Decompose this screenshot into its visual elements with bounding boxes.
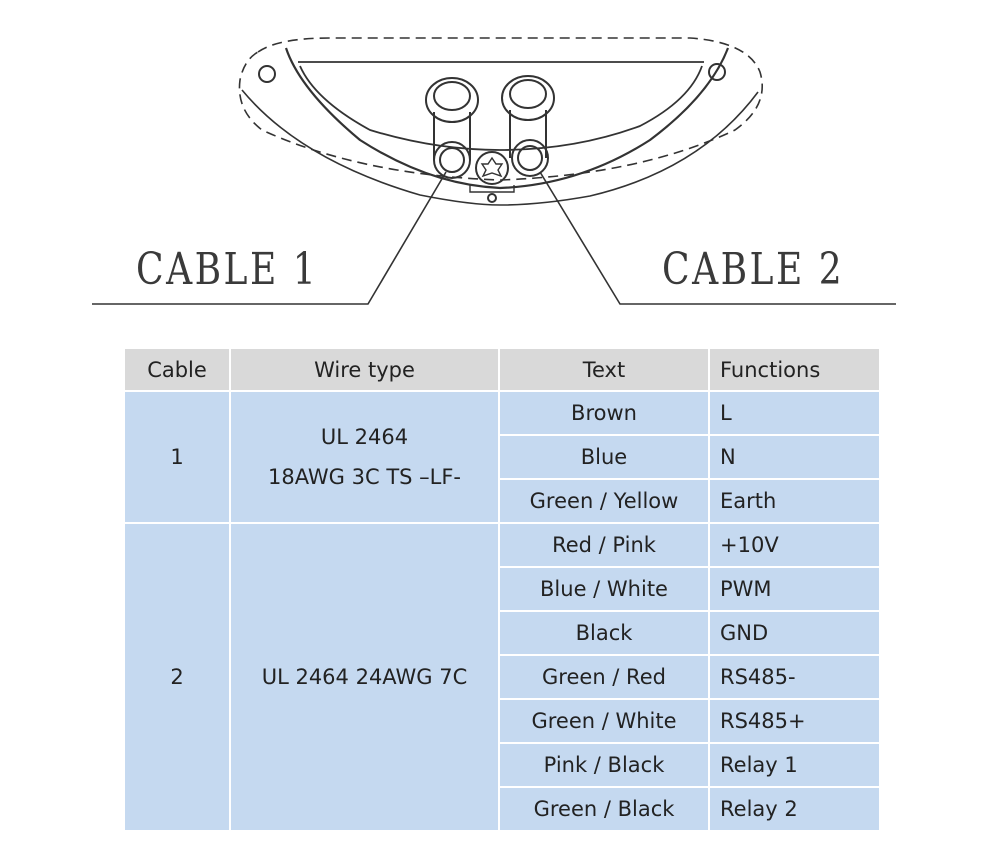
wire-color: Green / Red xyxy=(498,654,710,700)
table-row: Green / White RS485+ xyxy=(124,698,881,744)
center-screw xyxy=(475,151,509,185)
table-row: 1 UL 2464 18AWG 3C TS –LF- Brown L xyxy=(123,390,881,524)
wire-function: Earth xyxy=(708,478,881,524)
wire-type-line: UL 2464 24AWG 7C xyxy=(261,665,468,689)
table-row: Green / Black Relay 2 xyxy=(124,786,881,832)
wire-color: Blue / White xyxy=(498,566,710,612)
cable-number: 2 xyxy=(123,522,231,832)
table-row: Green / Yellow Earth xyxy=(124,478,881,524)
wire-function: N xyxy=(708,434,881,480)
table-header-row: Cable Wire type Text Functions xyxy=(123,347,881,392)
header-text: Text xyxy=(498,347,710,392)
cable-2-label: CABLE 2 xyxy=(662,244,845,295)
wire-function: RS485+ xyxy=(708,698,881,744)
wire-color: Pink / Black xyxy=(498,742,710,788)
right-cable-end xyxy=(511,139,549,177)
wire-function: Relay 1 xyxy=(708,742,881,788)
housing-bottom-edge xyxy=(241,89,759,206)
wire-color: Green / White xyxy=(498,698,710,744)
wire-type-line: UL 2464 xyxy=(320,425,409,449)
wire-function: GND xyxy=(708,610,881,656)
header-functions: Functions xyxy=(708,347,881,392)
wire-color: Brown xyxy=(498,390,710,436)
table-row: Pink / Black Relay 1 xyxy=(124,742,881,788)
wire-function: RS485- xyxy=(708,654,881,700)
left-gland-nut xyxy=(425,77,479,123)
housing-body-outer xyxy=(284,47,730,190)
wire-color: Red / Pink xyxy=(498,522,710,568)
wire-function: +10V xyxy=(708,522,881,568)
table-row: Blue / White PWM xyxy=(124,566,881,612)
left-cable-end xyxy=(433,141,471,179)
right-screw-hole xyxy=(708,63,726,81)
header-cable: Cable xyxy=(123,347,231,392)
leader-line-cable-2 xyxy=(539,171,896,305)
wire-color: Blue xyxy=(498,434,710,480)
wire-function: Relay 2 xyxy=(708,786,881,832)
housing-drawing xyxy=(92,37,896,305)
header-wire-type: Wire type xyxy=(229,347,500,392)
wire-type-cell: UL 2464 24AWG 7C xyxy=(229,522,500,832)
wire-function: PWM xyxy=(708,566,881,612)
wire-type-line: 18AWG 3C TS –LF- xyxy=(267,465,462,489)
right-gland-nut xyxy=(501,75,555,121)
table-row: Green / Red RS485- xyxy=(124,654,881,700)
wire-color: Green / Yellow xyxy=(498,478,710,524)
wire-color: Black xyxy=(498,610,710,656)
wire-function: L xyxy=(708,390,881,436)
leader-line-cable-1 xyxy=(92,171,447,305)
cable-number: 1 xyxy=(123,390,231,524)
table-row: Black GND xyxy=(124,610,881,656)
left-screw-hole xyxy=(258,65,276,83)
table-row: Blue N xyxy=(124,434,881,480)
cable-1-label: CABLE 1 xyxy=(136,244,319,295)
wire-color: Green / Black xyxy=(498,786,710,832)
housing-lip xyxy=(299,65,703,151)
wiring-table: Cable Wire type Text Functions 1 UL 2464… xyxy=(123,347,881,832)
table-row: 2 UL 2464 24AWG 7C Red / Pink +10V xyxy=(123,522,881,832)
housing-dashed-outline xyxy=(238,37,764,181)
wire-type-cell: UL 2464 18AWG 3C TS –LF- xyxy=(229,390,500,524)
